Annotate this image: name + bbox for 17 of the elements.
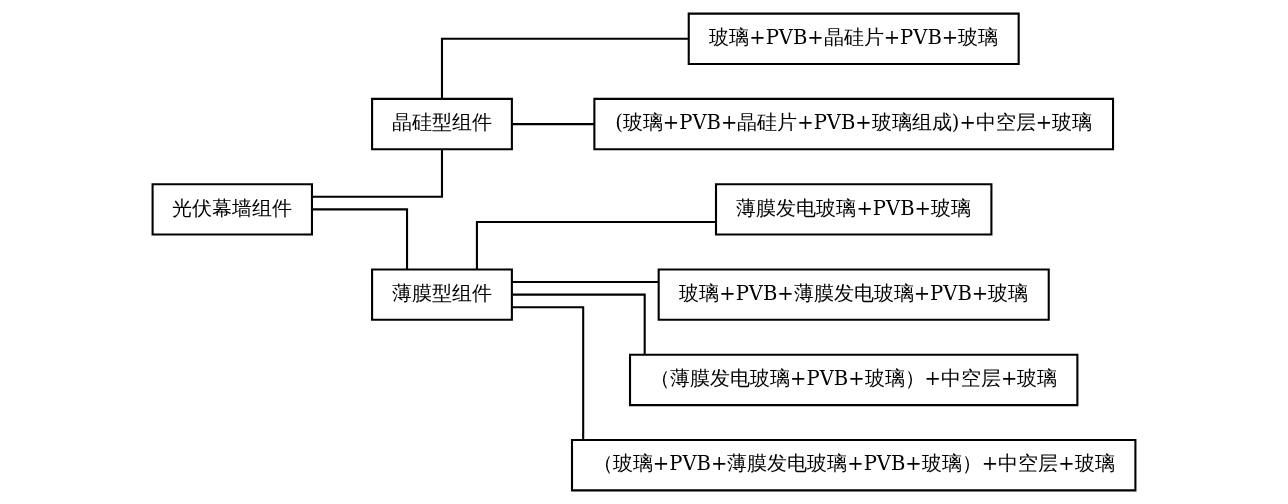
node-box: 玻璃+PVB+薄膜发电玻璃+PVB+玻璃: [657, 268, 1050, 321]
node-box: 光伏幕墙组件: [151, 183, 314, 236]
node-box: 薄膜发电玻璃+PVB+玻璃: [714, 183, 993, 236]
connector: [312, 208, 409, 270]
connector: [312, 149, 444, 198]
connector: [512, 281, 659, 284]
node-box: （玻璃+PVB+薄膜发电玻璃+PVB+玻璃）+中空层+玻璃: [570, 439, 1137, 492]
node-box: 薄膜型组件: [371, 268, 513, 321]
connector: [512, 293, 646, 355]
node-box: 玻璃+PVB+晶硅片+PVB+玻璃: [687, 12, 1020, 65]
node-box: (玻璃+PVB+晶硅片+PVB+玻璃组成)+中空层+玻璃: [593, 97, 1115, 151]
connector: [440, 37, 689, 99]
node-box: 晶硅型组件: [371, 97, 513, 151]
connector: [512, 306, 585, 440]
connector: [475, 220, 716, 270]
connector: [512, 123, 595, 126]
node-box: （薄膜发电玻璃+PVB+玻璃）+中空层+玻璃: [628, 353, 1079, 407]
